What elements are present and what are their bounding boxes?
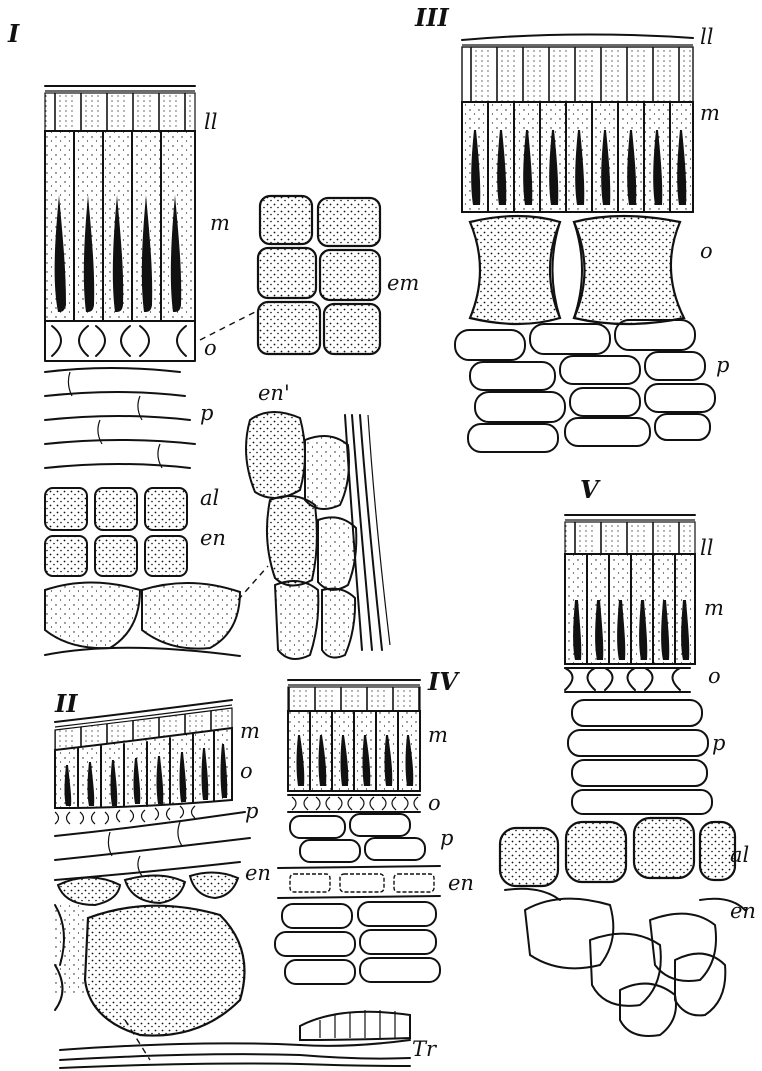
panel-iii-numeral: III — [414, 3, 449, 32]
panel-i-osteosclereids — [45, 321, 195, 361]
panel-iv: IV — [275, 667, 474, 984]
panel-iv-numeral: IV — [427, 667, 460, 696]
panel-iv-light-line — [288, 687, 420, 711]
panel-ii-label-o: o — [240, 759, 253, 783]
panel-v-numeral: V — [580, 475, 601, 504]
panel-v-endosperm — [505, 889, 745, 1036]
panel-ii-label-en: en — [245, 861, 271, 885]
panel-iv-label-p: p — [440, 826, 453, 850]
panel-ii-label-p: p — [245, 799, 258, 823]
panel-i-label-m: m — [210, 211, 230, 235]
panel-i-numeral: I — [7, 19, 20, 48]
panel-v-aleurone — [500, 818, 735, 886]
panel-iv-osteosclereids — [288, 795, 420, 812]
panel-v-parenchyma — [568, 700, 712, 814]
panel-i-endosperm — [45, 583, 240, 657]
inset-tr-label: Tr — [412, 1037, 438, 1061]
panel-iii: III — [414, 3, 729, 452]
inset-em-label: em — [387, 271, 419, 295]
panel-iii-cuticle — [462, 34, 693, 45]
inset-en-prime-label: en' — [258, 381, 290, 405]
panel-i-label-en: en — [200, 526, 226, 550]
panel-iv-label-en: en — [448, 871, 474, 895]
panel-iii-osteosclereids — [470, 216, 684, 324]
panel-i-label-p: p — [200, 401, 213, 425]
panel-v-label-en: en — [730, 899, 756, 923]
panel-i-label-al: al — [200, 486, 219, 510]
panel-v-label-al: al — [730, 843, 749, 867]
inset-em: em — [200, 196, 419, 354]
panel-i-palisade — [45, 131, 195, 321]
panel-iv-endosperm — [275, 866, 440, 984]
panel-ii-parenchyma — [55, 812, 250, 880]
panel-iii-label-p: p — [716, 353, 729, 377]
panel-iv-cuticle — [288, 680, 420, 685]
panel-v-label-m: m — [704, 596, 724, 620]
panel-v-light-line — [565, 522, 695, 554]
panel-ii-endosperm — [55, 872, 245, 1035]
panel-v-label-ll: ll — [700, 536, 713, 560]
panel-i-aleurone — [45, 488, 187, 576]
panel-iii-palisade — [462, 102, 693, 212]
panel-iv-label-o: o — [428, 791, 441, 815]
panel-iii-parenchyma — [455, 320, 715, 452]
panel-i-parenchyma — [45, 368, 195, 468]
panel-i-light-line — [45, 93, 195, 131]
panel-iv-label-m: m — [428, 723, 448, 747]
panel-ii-label-m: m — [240, 719, 260, 743]
panel-i-cuticle — [45, 86, 195, 91]
panel-iii-label-ll: ll — [700, 25, 713, 49]
inset-en-prime: en' — [238, 381, 390, 659]
panel-v-label-p: p — [712, 731, 725, 755]
panel-iii-light-line — [462, 47, 693, 102]
panel-ii-numeral: II — [54, 689, 78, 718]
panel-v-osteosclereids — [565, 668, 690, 692]
panel-v-cuticle — [565, 515, 695, 520]
panel-i-label-ll: ll — [204, 110, 217, 134]
panel-iv-palisade — [288, 711, 420, 791]
panel-iii-label-o: o — [700, 239, 713, 263]
panel-iii-label-m: m — [700, 101, 720, 125]
panel-iv-parenchyma — [290, 814, 425, 862]
panel-v-label-o: o — [708, 664, 721, 688]
panel-v: V — [500, 475, 756, 1036]
panel-v-palisade — [565, 554, 695, 664]
panel-ii: II — [54, 689, 271, 1036]
panel-i-label-o: o — [204, 336, 217, 360]
